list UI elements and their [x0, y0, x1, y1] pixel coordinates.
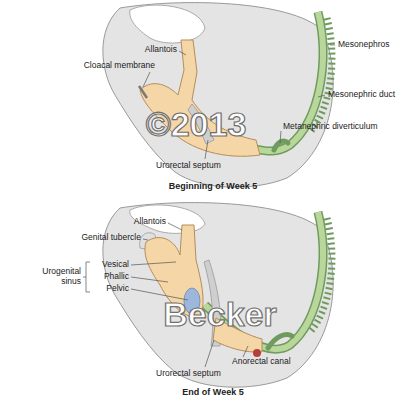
part-label: Genital tubercle [81, 233, 141, 243]
panel-bottom [103, 203, 333, 388]
leader-line [243, 346, 248, 357]
part-label: Mesonephros [338, 40, 390, 50]
umbilical-region [130, 5, 205, 43]
part-label: Cloacal membrane [84, 61, 155, 71]
leader-group [83, 45, 335, 367]
part-label: Allantois [134, 217, 166, 227]
leader-line [143, 72, 150, 87]
leader-line [143, 239, 148, 240]
leader-line [205, 340, 214, 367]
watermark: Becker [163, 295, 276, 334]
leader-line [131, 277, 168, 282]
leader-line [179, 51, 186, 55]
part-label: Allantois [145, 45, 177, 55]
part-label: Pelvic [106, 284, 129, 294]
part-label: Phallic [104, 272, 129, 282]
watermark: ©2013 [146, 105, 247, 144]
part-label: Mesonephric duct [328, 90, 395, 100]
embryo-body [103, 203, 333, 388]
metanephric-bud [268, 335, 292, 349]
cloacal-membrane [139, 86, 147, 98]
part-label: Anorectal canal [232, 357, 291, 367]
metanephric-bud [274, 141, 288, 150]
anal-membrane [253, 349, 261, 357]
leader-line [168, 223, 182, 230]
part-label: Vesical [102, 260, 129, 270]
panel-top [103, 3, 333, 188]
cloaca [140, 40, 260, 156]
part-label: Urorectal septum [156, 369, 221, 379]
leader-line [280, 131, 281, 143]
embryo-body [103, 3, 333, 188]
part-label: Metanephric diverticulum [283, 122, 377, 132]
leader-line [318, 95, 325, 97]
group-label: Urogenital sinus [31, 267, 81, 287]
leader-line [131, 262, 176, 265]
bracket [83, 262, 90, 292]
panel-caption: Beginning of Week 5 [169, 181, 257, 191]
leader-line [330, 45, 335, 46]
panel-caption: End of Week 5 [182, 387, 243, 397]
part-label: Urorectal septum [156, 161, 221, 171]
